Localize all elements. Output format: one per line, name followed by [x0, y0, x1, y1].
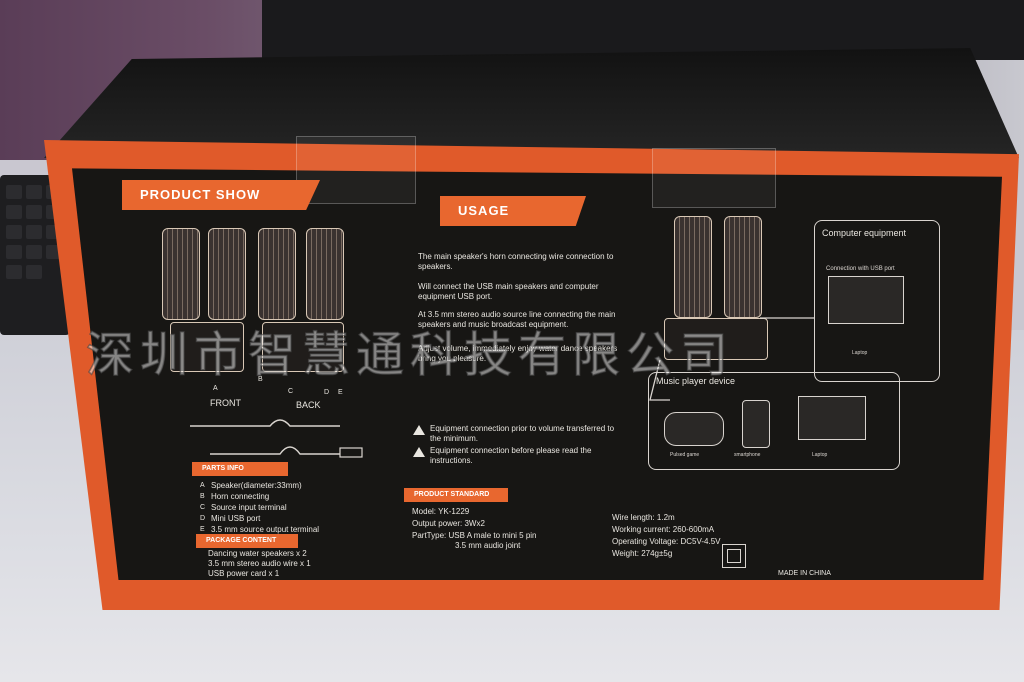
usage-speaker-base [664, 318, 768, 360]
computer-equipment-box [814, 220, 940, 382]
part-item: Source input terminal [211, 503, 287, 512]
device-label: Laptop [812, 452, 828, 458]
usage-banner: USAGE [440, 196, 586, 226]
label-c: C [288, 388, 294, 395]
part-item: 3.5 mm source output terminal [211, 525, 320, 534]
speaker-back-left [258, 228, 296, 320]
speaker-front-right [208, 228, 246, 320]
product-standard-banner: PRODUCT STANDARD [404, 488, 508, 502]
speaker-front-left [162, 228, 200, 320]
usage-item: Will connect the USB main speakers and c… [418, 282, 599, 301]
package-item: Dancing water speakers x 2 [208, 549, 307, 558]
spec-item: Wire length: 1.2m [612, 513, 675, 522]
usage-speaker-right [724, 216, 762, 318]
spec-item: PartType: USB A male to mini 5 pin [412, 531, 537, 540]
usage-item: The main speaker's horn connecting wire … [418, 252, 614, 271]
spec-item: Operating Voltage: DC5V-4.5V [612, 537, 721, 546]
laptop-top [828, 276, 904, 324]
parts-info-banner: PARTS INFO [192, 462, 288, 476]
product-show-banner: PRODUCT SHOW [122, 180, 320, 210]
part-item: Mini USB port [211, 514, 261, 523]
warning-item: Equipment connection before please read … [430, 446, 592, 465]
game-device [664, 412, 724, 446]
spec-item: Working current: 260-600mA [612, 525, 715, 534]
spec-item-extra: 3.5 mm audio joint [455, 541, 521, 550]
label-d: D [324, 389, 330, 396]
package-content-banner: PACKAGE CONTENT [196, 534, 298, 548]
connection-usb-label: Connection with USB port [826, 266, 895, 272]
label-back: BACK [296, 400, 321, 410]
usage-item: At 3.5 mm stereo audio source line conne… [418, 310, 616, 329]
speaker-base-back [262, 322, 344, 372]
spec-item: Weight: 274g±5g [612, 549, 673, 558]
usage-item: Adjust volume, immediately enjoy water d… [418, 344, 618, 363]
label-a: A [213, 385, 218, 392]
usage-speaker-left [674, 216, 712, 318]
warning-icons [413, 425, 425, 457]
speaker-base-front [170, 322, 244, 372]
device-label: Pulsed game [670, 452, 700, 458]
certification-mark [722, 544, 746, 568]
part-item: Horn connecting [211, 492, 270, 501]
device-label: smartphone [734, 452, 761, 458]
made-in-china: MADE IN CHINA [778, 570, 831, 577]
watermark-text: 深圳市智慧通科技有限公司 [85, 326, 735, 384]
label-front: FRONT [210, 398, 241, 408]
cables-illustration [190, 419, 363, 458]
speaker-back-right [306, 228, 344, 320]
part-item: Speaker(diameter:33mm) [211, 481, 302, 490]
package-item: USB power card x 1 [208, 569, 280, 578]
label-b: B [258, 376, 263, 383]
computer-equipment-label: Computer equipment [822, 228, 907, 238]
connection-cables [649, 317, 815, 401]
label-e: E [338, 389, 343, 396]
package-item: 3.5 mm stereo audio wire x 1 [208, 559, 311, 568]
laptop-label: Laptop [852, 350, 868, 356]
tape-left [296, 136, 416, 204]
box-top-flap [44, 48, 1019, 158]
smartphone-device [742, 400, 770, 448]
music-player-label: Music player device [656, 376, 736, 386]
spec-item: Model: YK-1229 [412, 507, 470, 516]
laptop-device [798, 396, 866, 440]
warning-item: Equipment connection prior to volume tra… [430, 424, 615, 443]
spec-item: Output power: 3Wx2 [412, 519, 485, 528]
tape-right [652, 148, 776, 208]
music-player-box [648, 372, 900, 470]
